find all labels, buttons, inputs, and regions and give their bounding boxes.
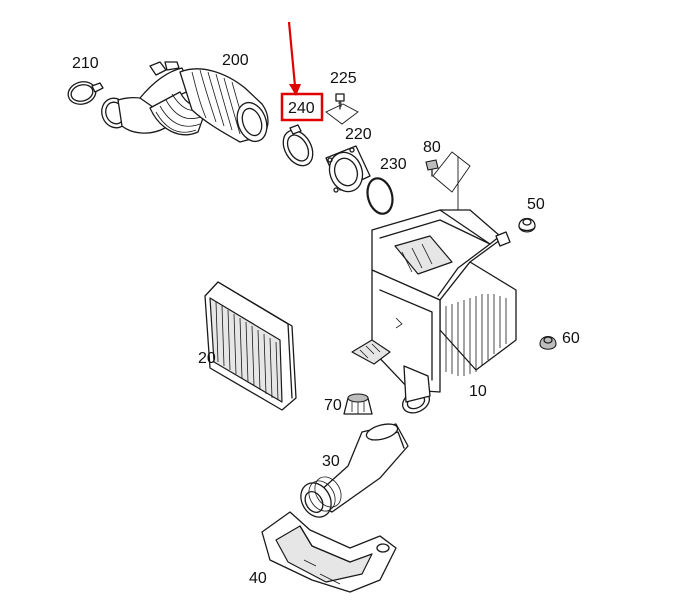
label-240[interactable]: 240 (288, 100, 315, 117)
label-200[interactable]: 200 (222, 52, 249, 69)
label-80[interactable]: 80 (423, 139, 441, 156)
label-70[interactable]: 70 (324, 397, 342, 414)
label-60[interactable]: 60 (562, 330, 580, 347)
label-40[interactable]: 40 (249, 570, 267, 587)
part-200-intake-hose-drawing[interactable] (98, 61, 272, 146)
part-30-intake-duct-drawing[interactable] (295, 421, 409, 522)
part-230-o-ring-drawing[interactable] (364, 176, 396, 217)
label-30[interactable]: 30 (322, 453, 340, 470)
part-70-rubber-mount-drawing[interactable] (343, 393, 373, 415)
highlight-arrow (287, 21, 301, 96)
part-50-grommet-drawing[interactable] (518, 217, 536, 233)
part-20-air-filter-element-drawing[interactable] (204, 281, 297, 411)
part-10-air-filter-housing-drawing[interactable] (351, 209, 517, 417)
label-220[interactable]: 220 (345, 126, 372, 143)
label-230[interactable]: 230 (380, 156, 407, 173)
label-225[interactable]: 225 (330, 70, 357, 87)
label-210[interactable]: 210 (72, 55, 99, 72)
highlight-box (280, 92, 324, 122)
part-80-bolt-drawing[interactable] (425, 159, 439, 177)
label-10[interactable]: 10 (469, 383, 487, 400)
part-40-intake-scoop-drawing[interactable] (261, 511, 397, 593)
part-210-hose-clamp-drawing[interactable] (66, 79, 104, 107)
part-240-hose-clamp-drawing[interactable] (277, 124, 319, 171)
part-60-grommet-drawing[interactable] (539, 335, 557, 350)
label-50[interactable]: 50 (527, 196, 545, 213)
label-20[interactable]: 20 (198, 350, 216, 367)
part-220-flange-drawing[interactable] (324, 145, 371, 196)
